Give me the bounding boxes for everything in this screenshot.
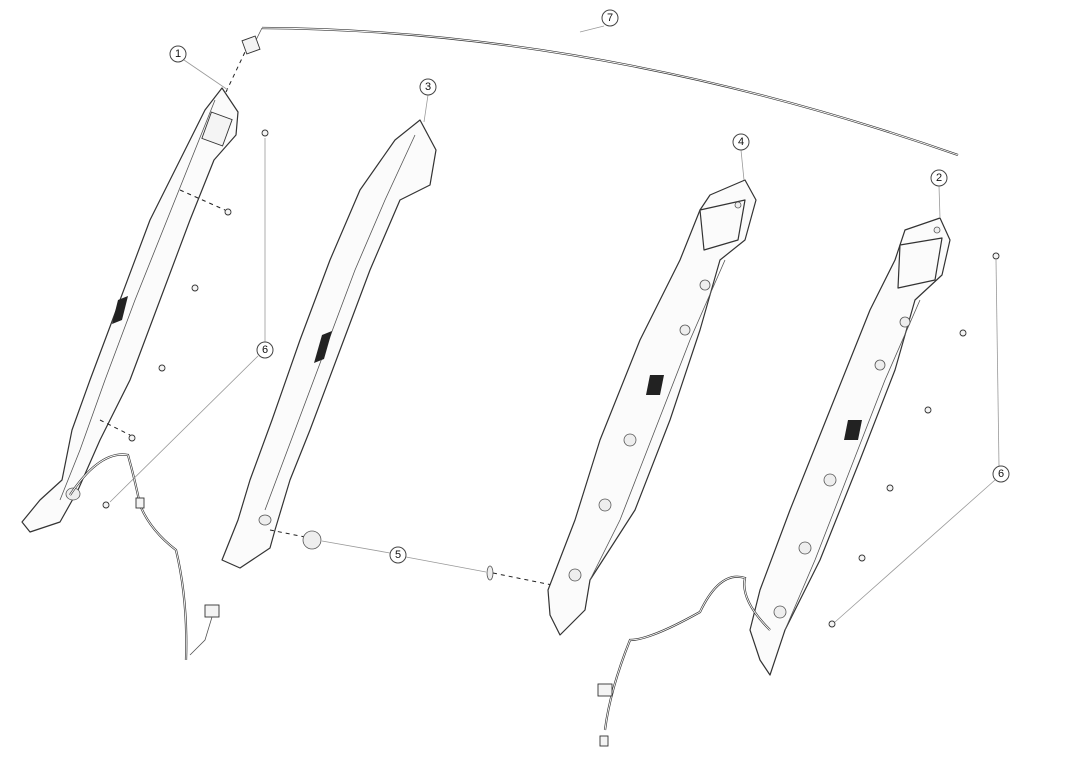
callout-2: 2 xyxy=(930,169,948,187)
part-6-clips xyxy=(102,129,1000,628)
leader-lines xyxy=(109,25,1000,623)
callout-5: 5 xyxy=(389,546,407,564)
callout-label: 6 xyxy=(998,468,1004,480)
callout-6b: 6 xyxy=(992,465,1010,483)
callout-4: 4 xyxy=(732,133,750,151)
callout-label: 1 xyxy=(175,48,181,60)
part-5-plug xyxy=(486,565,553,586)
callout-label: 2 xyxy=(936,172,942,184)
callout-label: 6 xyxy=(262,344,268,356)
part-7-roof-strip xyxy=(241,26,959,157)
callout-6a: 6 xyxy=(256,341,274,359)
part-3-pillar-trim xyxy=(221,119,437,569)
callout-1: 1 xyxy=(169,45,187,63)
callout-label: 7 xyxy=(607,12,613,24)
callout-3: 3 xyxy=(419,78,437,96)
part-2-pillar-trim xyxy=(597,217,951,747)
part-1-pillar-trim xyxy=(21,51,246,661)
callout-label: 5 xyxy=(395,549,401,561)
callout-7: 7 xyxy=(601,9,619,27)
callout-label: 3 xyxy=(425,81,431,93)
callout-label: 4 xyxy=(738,136,744,148)
part-4-pillar-trim xyxy=(547,179,757,636)
